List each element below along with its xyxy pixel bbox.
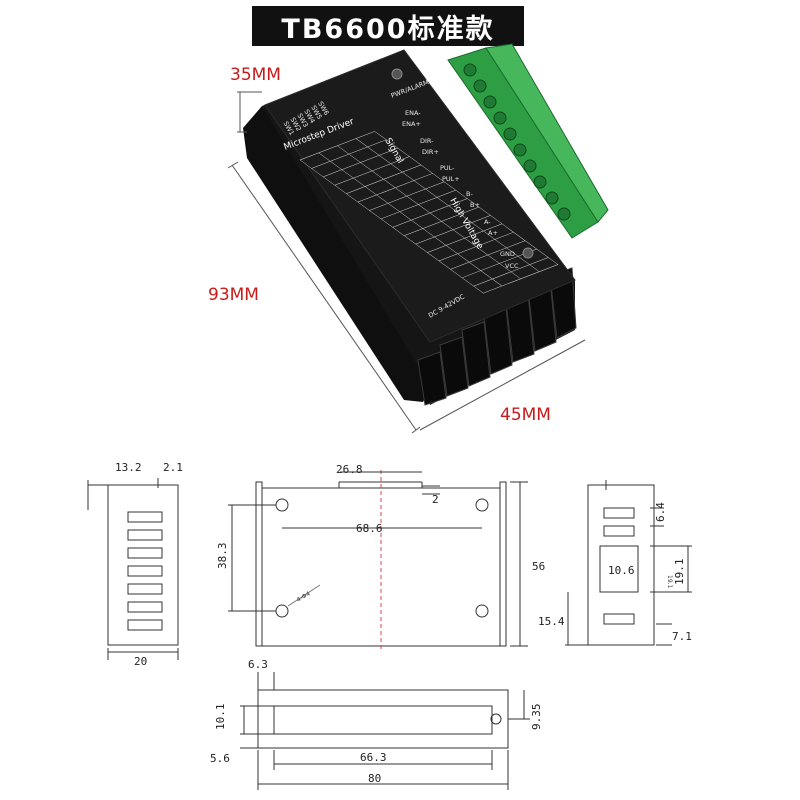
dim-56: 56 — [532, 560, 545, 573]
pin-label: ENA- — [405, 109, 421, 117]
dim-80: 80 — [368, 772, 381, 785]
height-dimension: 35MM — [230, 65, 281, 85]
screw-icon — [522, 247, 534, 259]
dim-6-4: 6.4 — [654, 502, 667, 522]
product-title: TB6600标准款 — [252, 6, 524, 46]
dim-10-1: 10.1 — [214, 704, 227, 731]
heatsink-left-face — [243, 106, 440, 402]
top-view — [228, 470, 528, 650]
pin-label: A+ — [488, 229, 498, 237]
dim-5-6: 5.6 — [210, 752, 230, 765]
dim-19-1-small: 19.1 — [666, 575, 673, 589]
pin-label: ENA+ — [402, 120, 421, 128]
pin-label: DIR+ — [422, 148, 439, 156]
pin-label: B- — [466, 190, 473, 198]
dim-2: 2 — [432, 493, 439, 506]
width-dimension: 45MM — [500, 405, 551, 425]
pin-label: A- — [484, 218, 491, 226]
label-panel — [264, 49, 576, 343]
dim-7-1: 7.1 — [672, 630, 692, 643]
pin-label: VCC — [505, 262, 519, 270]
pin-label: GND — [500, 250, 515, 258]
length-dimension: 93MM — [208, 285, 259, 305]
dim-26-8: 26.8 — [336, 463, 363, 476]
dim-15-4: 15.4 — [538, 615, 565, 628]
pin-label: PUL+ — [442, 175, 460, 183]
pin-label: B+ — [470, 201, 480, 209]
dim-9-35: 9.35 — [530, 704, 543, 731]
photo-dimensions — [227, 91, 586, 434]
power-pins: B- B+ A- A+ GND VCC — [466, 190, 519, 270]
signal-pins: ENA- ENA+ DIR- DIR+ PUL- PUL+ — [402, 109, 460, 183]
microstep-table — [299, 131, 559, 294]
dim-38-3: 38.3 — [216, 543, 229, 570]
side-view-left — [87, 478, 179, 660]
dim-19-1: 19.1 — [673, 559, 686, 586]
side-view-right — [565, 480, 692, 646]
dim-10-6: 10.6 — [608, 564, 635, 577]
dim-68-6: 68.6 — [356, 522, 383, 535]
green-terminal-block — [447, 43, 609, 239]
dim-6-3: 6.3 — [248, 658, 268, 671]
dim-20: 20 — [134, 655, 147, 668]
bottom-view — [240, 672, 530, 790]
pin-label: PUL- — [440, 164, 455, 172]
screw-icon — [391, 68, 403, 80]
dim-13-2: 13.2 — [115, 461, 142, 474]
dim-2-1: 2.1 — [163, 461, 183, 474]
pin-label: DIR- — [420, 137, 434, 145]
driver-photo: Microstep Driver SW6 SW5 SW4 SW3 SW2 SW1 — [243, 43, 609, 406]
dim-66-3: 66.3 — [360, 751, 387, 764]
